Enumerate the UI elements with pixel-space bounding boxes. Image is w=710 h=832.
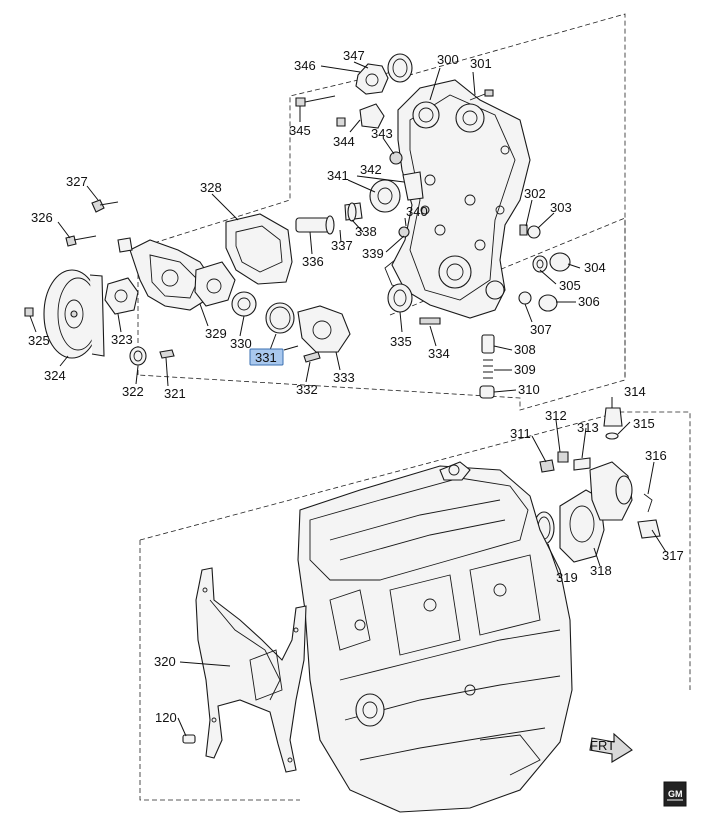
callout-313: 313 <box>577 420 599 435</box>
front-direction-arrow: FRT <box>589 732 633 763</box>
callout-324: 324 <box>44 368 66 383</box>
callout-317: 317 <box>662 548 684 563</box>
engine-block <box>297 461 573 813</box>
outlet-housing-group <box>533 407 661 563</box>
callout-306: 306 <box>578 294 600 309</box>
callout-335: 335 <box>390 334 412 349</box>
callout-312: 312 <box>545 408 567 423</box>
callout-345: 345 <box>289 123 311 138</box>
gm-logo-text: GM <box>668 789 683 799</box>
callout-339: 339 <box>362 246 384 261</box>
callout-330: 330 <box>230 336 252 351</box>
seal-ring-top <box>387 53 413 83</box>
callout-322: 322 <box>122 384 144 399</box>
callout-300: 300 <box>437 52 459 67</box>
gasket-320 <box>182 567 307 773</box>
callout-314: 314 <box>624 384 646 399</box>
front-arrow-label: FRT <box>590 738 615 753</box>
upper-group-frame <box>137 13 626 411</box>
callout-343: 343 <box>371 126 393 141</box>
gasket-328 <box>225 213 293 285</box>
callout-344: 344 <box>333 134 355 149</box>
callout-329: 329 <box>205 326 227 341</box>
callout-304: 304 <box>584 260 606 275</box>
callout-303: 303 <box>550 200 572 215</box>
callout-332: 332 <box>296 382 318 397</box>
callout-labels: 346 347 300 301 345 344 343 342 341 340 … <box>28 48 684 725</box>
callout-346: 346 <box>294 58 316 73</box>
leader-lines <box>29 61 667 737</box>
callout-325: 325 <box>28 333 50 348</box>
lower-group-frame <box>139 411 691 801</box>
callout-315: 315 <box>633 416 655 431</box>
callout-340: 340 <box>406 204 428 219</box>
callout-302: 302 <box>524 186 546 201</box>
callout-319: 319 <box>556 570 578 585</box>
upper-small-parts <box>295 53 571 399</box>
thermostat-housing-333 <box>297 305 351 353</box>
callout-334: 334 <box>428 346 450 361</box>
callout-309: 309 <box>514 362 536 377</box>
dowel-120 <box>182 734 196 744</box>
highlight-box-331 <box>249 348 284 366</box>
housing-318 <box>559 489 605 563</box>
callout-341: 341 <box>327 168 349 183</box>
callout-328: 328 <box>200 180 222 195</box>
callout-308: 308 <box>514 342 536 357</box>
callout-320: 320 <box>154 654 176 669</box>
callout-336: 336 <box>302 254 324 269</box>
callout-342: 342 <box>360 162 382 177</box>
callout-337: 337 <box>331 238 353 253</box>
callout-301: 301 <box>470 56 492 71</box>
callout-326: 326 <box>31 210 53 225</box>
callout-305: 305 <box>559 278 581 293</box>
gm-logo: GM <box>663 781 687 807</box>
callout-120: 120 <box>155 710 177 725</box>
callout-323: 323 <box>111 332 133 347</box>
callout-321: 321 <box>164 386 186 401</box>
callout-327: 327 <box>66 174 88 189</box>
callout-338: 338 <box>355 224 377 239</box>
callout-331: 331 <box>255 350 277 365</box>
callout-347: 347 <box>343 48 365 63</box>
callout-316: 316 <box>645 448 667 463</box>
tensioner-347 <box>355 63 389 95</box>
callout-333: 333 <box>333 370 355 385</box>
callout-310: 310 <box>518 382 540 397</box>
water-pump-group <box>24 199 351 366</box>
callout-307: 307 <box>530 322 552 337</box>
callout-318: 318 <box>590 563 612 578</box>
callout-311: 311 <box>510 426 531 441</box>
front-cover-300 <box>384 79 531 319</box>
